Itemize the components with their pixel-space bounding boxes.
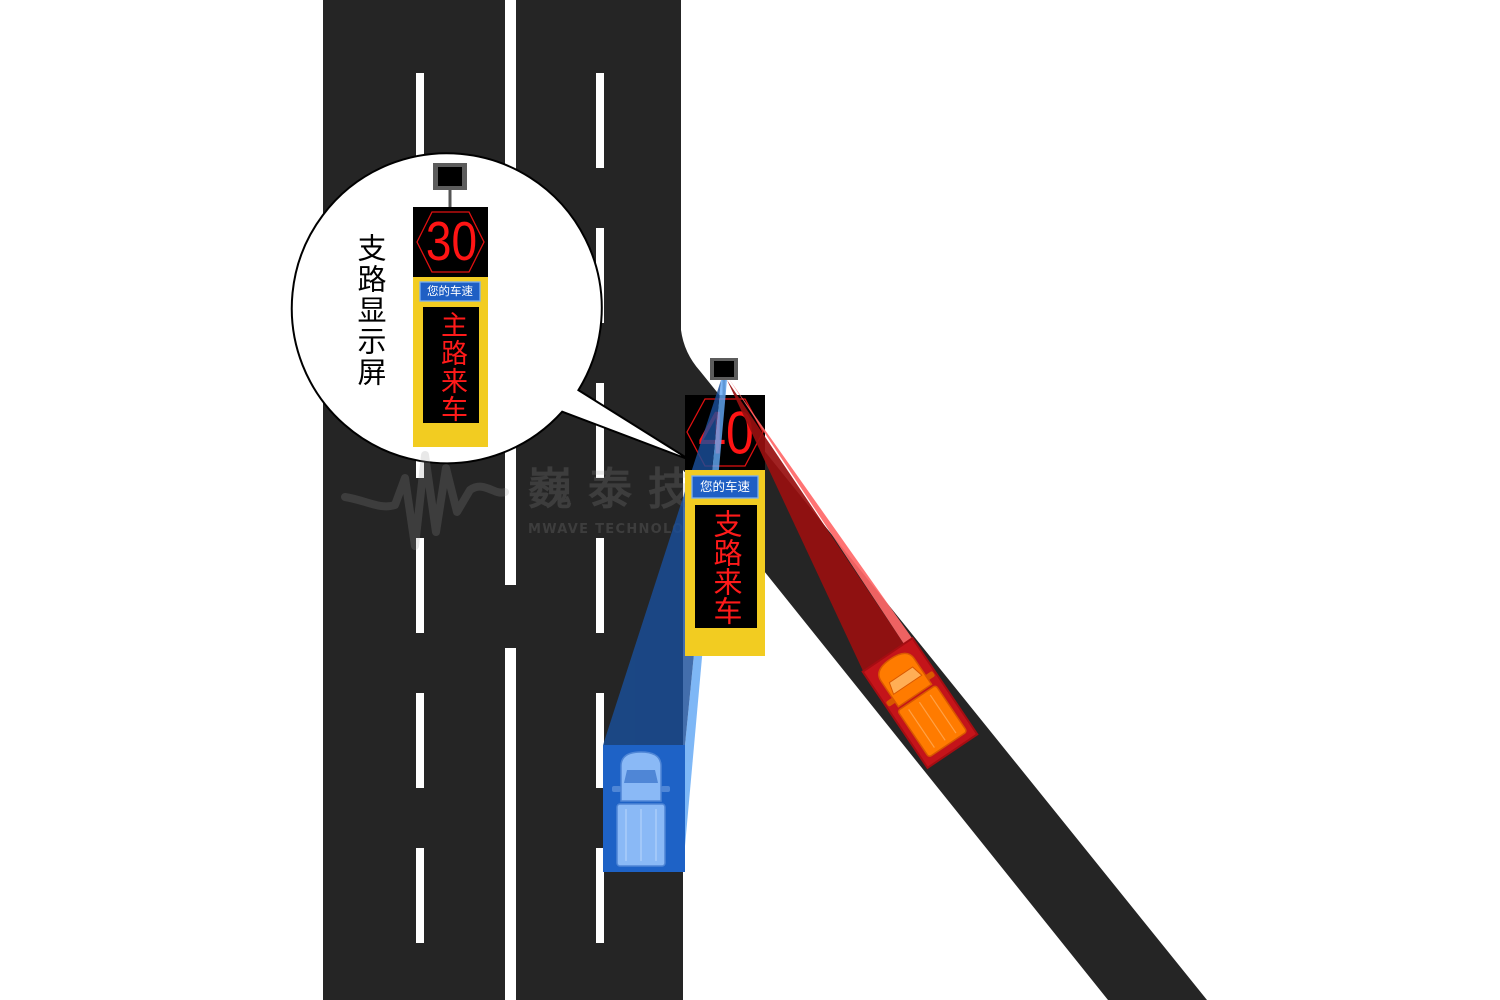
waveform-logo bbox=[341, 451, 509, 550]
beam-body bbox=[603, 380, 721, 745]
lane-dash bbox=[596, 693, 604, 788]
radar-beams bbox=[603, 379, 912, 846]
car-windshield bbox=[624, 770, 658, 783]
speed-panel bbox=[413, 207, 488, 277]
lane-dash bbox=[416, 538, 424, 633]
callout-caption: 支路显示屏 bbox=[353, 233, 387, 388]
beam-body bbox=[727, 380, 904, 671]
lane-dash bbox=[416, 848, 424, 943]
lane-dash bbox=[596, 73, 604, 168]
right-lane-dashes bbox=[596, 73, 604, 943]
message-display bbox=[423, 307, 479, 423]
callout-bubble bbox=[290, 152, 691, 465]
callout-speed-label: 您的车速 bbox=[427, 284, 473, 298]
blue-radar-beam bbox=[603, 380, 727, 846]
lane-dash bbox=[596, 228, 604, 323]
beam-edge bbox=[685, 380, 727, 846]
callout-sign bbox=[413, 163, 488, 447]
radar-sensor-face bbox=[438, 167, 462, 186]
beam-edge bbox=[729, 379, 912, 644]
callout-message: 主路来车 bbox=[436, 311, 467, 423]
branch-road-detection bbox=[861, 636, 979, 770]
watermark-name-en: MWAVE TECHNOLOGY bbox=[528, 522, 707, 537]
main-message: 支路来车 bbox=[709, 509, 743, 625]
car-cargo-line bbox=[908, 709, 935, 748]
speed-hexagon bbox=[416, 211, 485, 273]
callout-speed-value: 30 bbox=[425, 210, 478, 272]
red-radar-beam bbox=[727, 379, 912, 671]
blue-car bbox=[612, 751, 670, 867]
car-windshield bbox=[888, 666, 923, 696]
lane-dash bbox=[416, 73, 424, 168]
car-cargo-line bbox=[918, 701, 946, 741]
radar-sensor-face bbox=[714, 361, 734, 377]
car-mirror bbox=[661, 786, 670, 792]
divider-segment bbox=[505, 648, 516, 1000]
orange-car bbox=[878, 652, 967, 757]
speed-label-box bbox=[419, 281, 481, 302]
lane-dash bbox=[596, 538, 604, 633]
sign-pole bbox=[448, 190, 452, 207]
lane-dash bbox=[416, 693, 424, 788]
car-mirror bbox=[612, 786, 621, 792]
lane-dash bbox=[596, 848, 604, 943]
car-cargo-line bbox=[929, 694, 957, 734]
lane-dash bbox=[596, 383, 604, 478]
